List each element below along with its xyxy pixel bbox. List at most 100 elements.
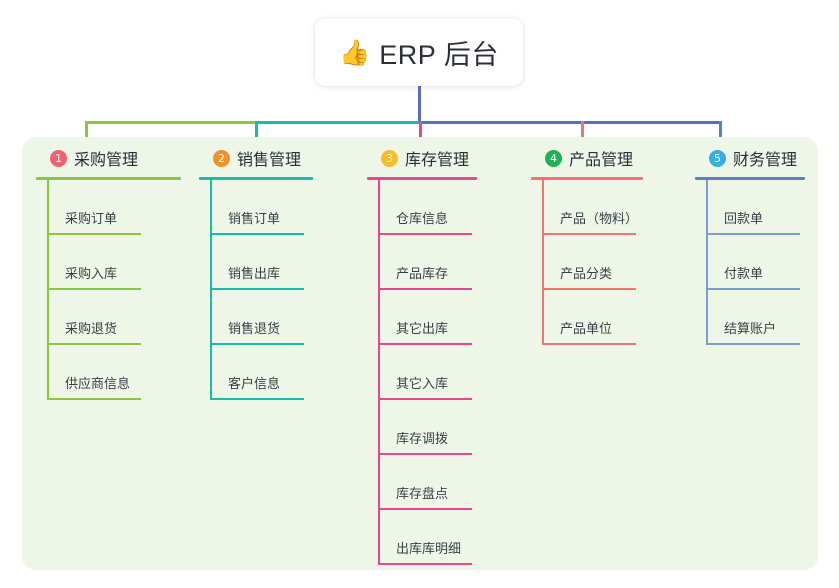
branch-number-badge: 3 [381, 149, 398, 167]
branch-underline [199, 177, 313, 180]
branch-child-underline [378, 288, 472, 290]
branch-title: 财务管理 [733, 152, 798, 169]
branch-child-item[interactable]: 产品单位 [531, 290, 643, 345]
branch-column: 2 销售管理销售订单销售出库销售退货客户信息 [199, 146, 313, 400]
branch-spine-line [542, 180, 544, 345]
branch-child-label: 仓库信息 [396, 211, 449, 226]
branch-spine-line [210, 180, 212, 400]
branch-children: 采购订单采购入库采购退货供应商信息 [36, 180, 181, 400]
branch-child-underline [378, 233, 472, 235]
branch-column: 1 采购管理采购订单采购入库采购退货供应商信息 [36, 146, 181, 400]
branch-child-item[interactable]: 其它出库 [367, 290, 477, 345]
branch-drop-line [719, 121, 722, 145]
branch-child-item[interactable]: 采购订单 [36, 180, 181, 235]
branch-child-label: 产品分类 [560, 266, 613, 281]
branch-title: 产品管理 [569, 152, 634, 169]
branch-number-badge: 2 [213, 149, 230, 167]
branch-child-underline [210, 343, 304, 345]
branch-column: 5 财务管理回款单付款单结算账户 [695, 146, 805, 345]
branch-child-item[interactable]: 回款单 [695, 180, 805, 235]
branch-underline [367, 177, 477, 180]
branch-child-item[interactable]: 付款单 [695, 235, 805, 290]
branch-children: 仓库信息产品库存其它出库其它入库库存调拨库存盘点出库库明细 [367, 180, 477, 565]
branch-child-underline [706, 343, 800, 345]
branch-number-badge: 4 [545, 149, 562, 167]
branch-child-label: 采购入库 [65, 266, 118, 281]
branch-child-item[interactable]: 采购入库 [36, 235, 181, 290]
branch-child-item[interactable]: 客户信息 [199, 345, 313, 400]
branch-header[interactable]: 4 产品管理 [531, 146, 643, 170]
branch-column: 4 产品管理产品（物料） 产品分类产品单位 [531, 146, 643, 345]
branch-child-label: 产品库存 [396, 266, 449, 281]
branch-child-underline [210, 288, 304, 290]
branch-child-item[interactable]: 销售出库 [199, 235, 313, 290]
branch-child-label: 付款单 [724, 266, 764, 281]
branch-child-label: 出库库明细 [396, 541, 462, 556]
branch-child-item[interactable]: 其它入库 [367, 345, 477, 400]
branch-child-label: 回款单 [724, 211, 764, 226]
connector-bar-segment [85, 121, 255, 124]
branch-child-item[interactable]: 采购退货 [36, 290, 181, 345]
branch-spine-line [706, 180, 708, 345]
branch-child-label: 产品单位 [560, 321, 613, 336]
branch-child-label: 采购退货 [65, 321, 118, 336]
branch-number-badge: 5 [709, 149, 726, 167]
branch-child-underline [378, 563, 472, 565]
branch-child-item[interactable]: 库存盘点 [367, 455, 477, 510]
connector-bar-segment [255, 121, 419, 124]
branch-child-underline [542, 288, 636, 290]
branch-drop-line [255, 121, 258, 145]
branch-child-item[interactable]: 仓库信息 [367, 180, 477, 235]
branch-header[interactable]: 2 销售管理 [199, 146, 313, 170]
branch-child-underline [47, 398, 141, 400]
branch-title: 采购管理 [74, 152, 139, 169]
branch-drop-line [419, 121, 422, 145]
branch-child-label: 结算账户 [724, 321, 777, 336]
branch-child-label: 其它入库 [396, 376, 449, 391]
branch-children: 产品（物料） 产品分类产品单位 [531, 180, 643, 345]
branch-child-label: 采购订单 [65, 211, 118, 226]
branch-child-underline [210, 398, 304, 400]
branch-drop-line [85, 121, 88, 145]
branch-child-item[interactable]: 产品库存 [367, 235, 477, 290]
branch-child-label: 库存盘点 [396, 486, 449, 501]
branch-child-item[interactable]: 库存调拨 [367, 400, 477, 455]
branch-underline [695, 177, 805, 180]
branch-child-item[interactable]: 结算账户 [695, 290, 805, 345]
branch-drop-line [581, 121, 584, 145]
branch-child-label: 销售出库 [228, 266, 281, 281]
branch-child-item[interactable]: 出库库明细 [367, 510, 477, 565]
branch-child-label: 其它出库 [396, 321, 449, 336]
branch-title: 销售管理 [237, 152, 302, 169]
branch-spine-line [378, 180, 380, 565]
branch-child-underline [378, 508, 472, 510]
branch-child-item[interactable]: 产品分类 [531, 235, 643, 290]
branch-child-underline [378, 343, 472, 345]
branch-child-item[interactable]: 供应商信息 [36, 345, 181, 400]
branch-child-item[interactable]: 产品（物料） [531, 180, 643, 235]
branch-children: 回款单付款单结算账户 [695, 180, 805, 345]
branch-number-badge: 1 [50, 149, 67, 167]
branch-child-underline [706, 233, 800, 235]
branch-child-underline [542, 233, 636, 235]
branch-spine-line [47, 180, 49, 400]
branch-child-underline [210, 233, 304, 235]
branch-child-label: 客户信息 [228, 376, 281, 391]
branch-header[interactable]: 5 财务管理 [695, 146, 805, 170]
branch-child-item[interactable]: 销售订单 [199, 180, 313, 235]
branch-child-underline [47, 288, 141, 290]
branch-child-item[interactable]: 销售退货 [199, 290, 313, 345]
branch-header[interactable]: 1 采购管理 [36, 146, 181, 170]
branch-child-underline [542, 343, 636, 345]
branch-child-label: 库存调拨 [396, 431, 449, 446]
branch-children: 销售订单销售出库销售退货客户信息 [199, 180, 313, 400]
branch-child-underline [378, 398, 472, 400]
branch-child-label: 供应商信息 [65, 376, 131, 391]
root-stem-line [418, 86, 421, 124]
root-node[interactable]: 👍 ERP 后台 [315, 18, 523, 86]
branch-child-label: 销售退货 [228, 321, 281, 336]
branch-child-underline [706, 288, 800, 290]
